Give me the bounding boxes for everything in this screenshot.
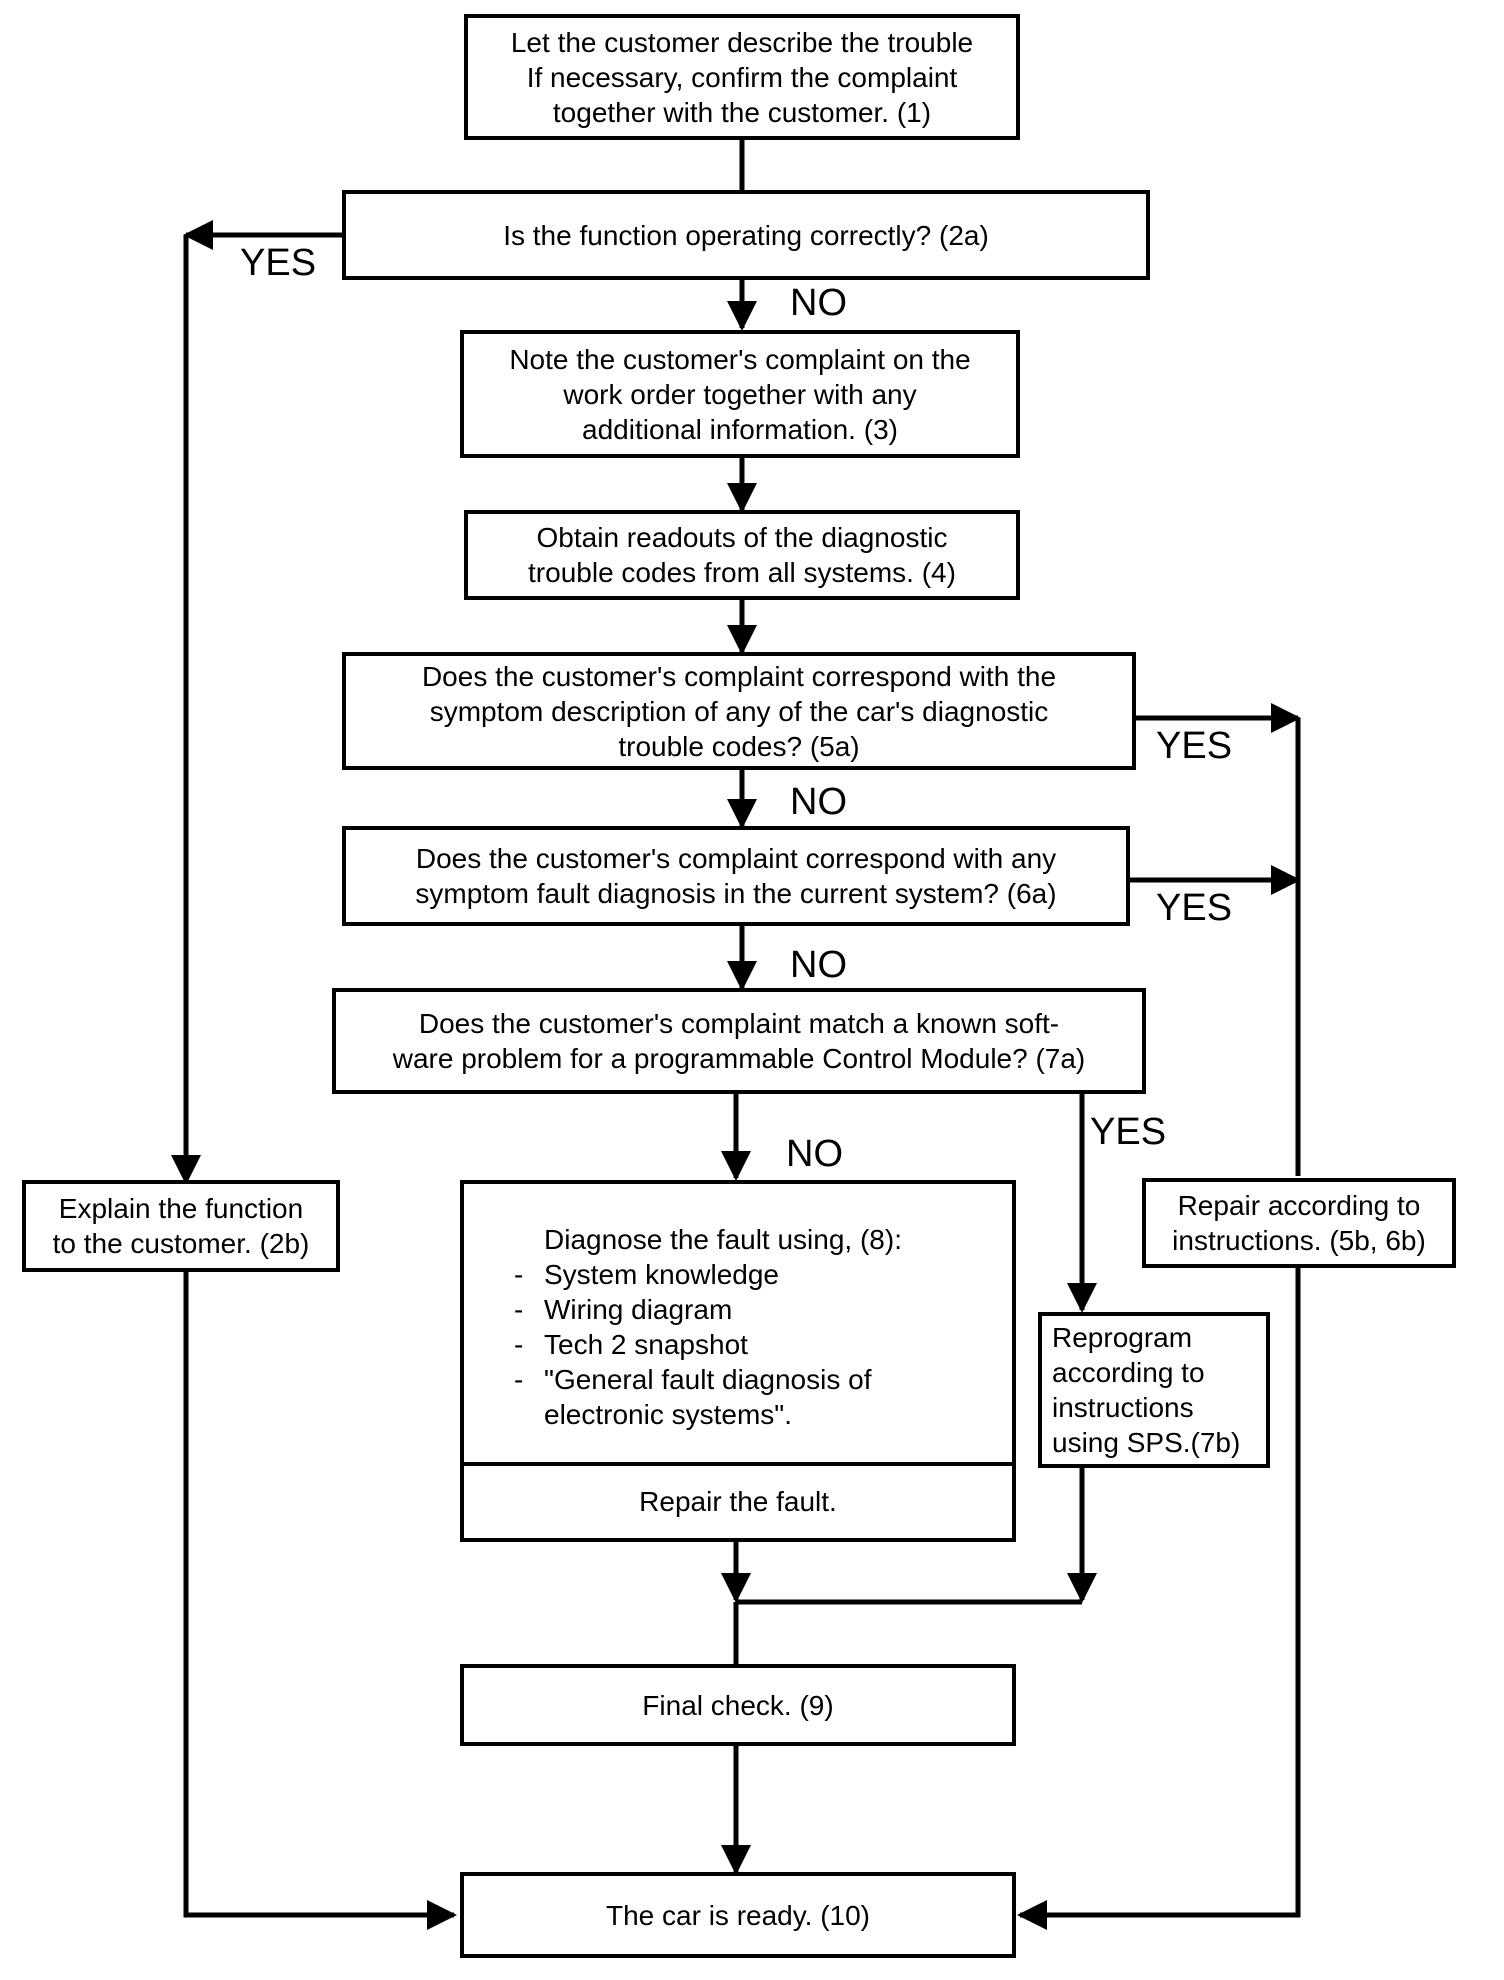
label-no-5a: NO (790, 781, 847, 823)
arrow-2b-10 (183, 1272, 457, 1930)
diagnose-title: Diagnose the fault using, (8): (544, 1224, 902, 1255)
label-no-2a: NO (790, 282, 847, 324)
step-2b-explain-function: Explain the function to the customer. (2… (22, 1180, 340, 1272)
step-7b-reprogram: Reprogram according to instructions usin… (1038, 1312, 1270, 1468)
label-yes-2a: YES (240, 242, 317, 284)
step-5b-6b-repair: Repair according to instructions. (5b, 6… (1142, 1178, 1456, 1268)
diagnose-item: -System knowledge (514, 1259, 780, 1290)
repair-fault: Repair the fault. (639, 1486, 837, 1517)
label-yes-5a: YES (1156, 725, 1233, 767)
step-10-car-ready: The car is ready. (10) (460, 1872, 1016, 1958)
label-no-7a: NO (786, 1133, 843, 1175)
diagnose-item: -"General fault diagnosis of electronic … (514, 1364, 872, 1430)
step-7a-software-problem: Does the customer's complaint match a kn… (332, 988, 1146, 1094)
step-9-final-check: Final check. (9) (460, 1664, 1016, 1746)
arrow-5b-10 (1017, 1268, 1301, 1930)
diagnose-item: -Tech 2 snapshot (514, 1329, 748, 1360)
label-no-6a: NO (790, 944, 847, 986)
label-yes-6a: YES (1156, 887, 1233, 929)
diagnose-item: -Wiring diagram (514, 1294, 733, 1325)
step-3-note-complaint: Note the customer's complaint on the wor… (460, 330, 1020, 458)
step-4-obtain-readouts: Obtain readouts of the diagnostic troubl… (464, 510, 1020, 600)
label-yes-7a: YES (1090, 1111, 1167, 1153)
step-8-diagnose-fault: Diagnose the fault using, (8): -System k… (460, 1180, 1016, 1542)
step-6a-symptom-diagnosis: Does the customer's complaint correspond… (342, 826, 1130, 926)
step-2a-function-check: Is the function operating correctly? (2a… (342, 190, 1150, 280)
diagnose-methods: Diagnose the fault using, (8): -System k… (464, 1184, 1012, 1466)
step-5a-trouble-code-match: Does the customer's complaint correspond… (342, 652, 1136, 770)
step-1-customer-describes: Let the customer describe the trouble If… (464, 14, 1020, 140)
